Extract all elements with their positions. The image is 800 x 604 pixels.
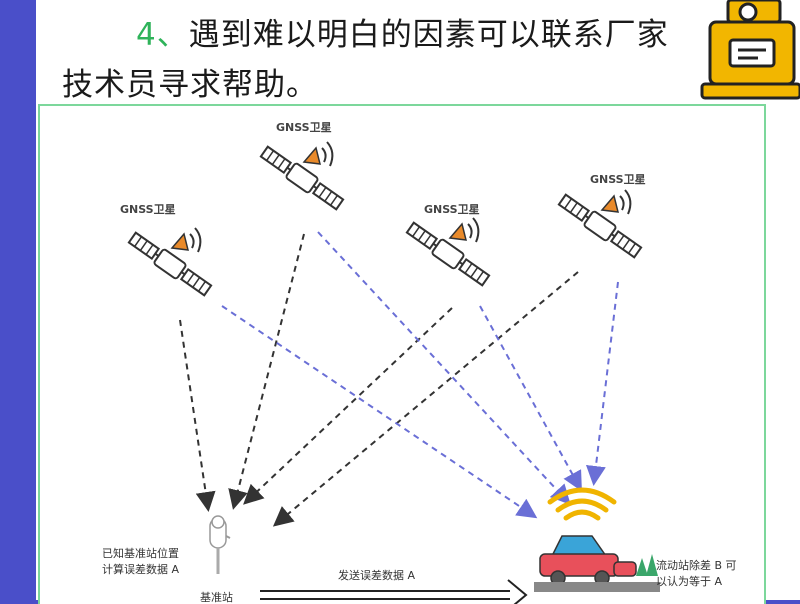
satellite-3-label: GNSS卫星 <box>424 203 480 216</box>
rover-desc: 流动站除差 B 可 以认为等于 A <box>656 558 737 590</box>
base-station-icon <box>209 515 231 574</box>
heading-line1-text: 遇到难以明白的因素可以联系厂家 <box>188 17 669 53</box>
base-station-name: 基准站 <box>200 591 233 604</box>
satellite-4-icon <box>556 189 644 261</box>
total-station-icon <box>700 0 800 100</box>
slide-heading: 4、遇到难以明白的因素可以联系厂家 技术员寻求帮助。 <box>62 10 742 110</box>
heading-number: 4、 <box>136 17 189 53</box>
satellite-2-label: GNSS卫星 <box>276 121 332 134</box>
satellite-1-label: GNSS卫星 <box>120 203 176 216</box>
heading-line-2: 技术员寻求帮助。 <box>62 67 318 103</box>
send-arrow <box>260 579 528 604</box>
gnss-diagram <box>126 141 660 604</box>
rover-desc-line-2: 以认为等于 A <box>656 575 723 588</box>
base-station-desc-line-2: 计算误差数据 A <box>102 563 180 576</box>
diagram-frame: GNSS卫星 GNSS卫星 GNSS卫星 GNSS卫星 已知基准站位置 计算误差… <box>38 104 766 604</box>
satellite-3-icon <box>404 217 492 289</box>
base-station-desc: 已知基准站位置 计算误差数据 A <box>102 546 179 578</box>
send-label: 发送误差数据 A <box>338 569 416 582</box>
satellite-1-icon <box>126 227 214 299</box>
satellite-4-label: GNSS卫星 <box>590 173 646 186</box>
rover-desc-line-1: 流动站除差 B 可 <box>656 559 737 572</box>
base-station-desc-line-1: 已知基准站位置 <box>102 547 179 560</box>
signal-icon <box>547 487 617 521</box>
satellite-2-icon <box>258 141 346 213</box>
rover-car-icon <box>534 535 660 592</box>
heading-line-1: 4、遇到难以明白的因素可以联系厂家 <box>62 10 742 60</box>
